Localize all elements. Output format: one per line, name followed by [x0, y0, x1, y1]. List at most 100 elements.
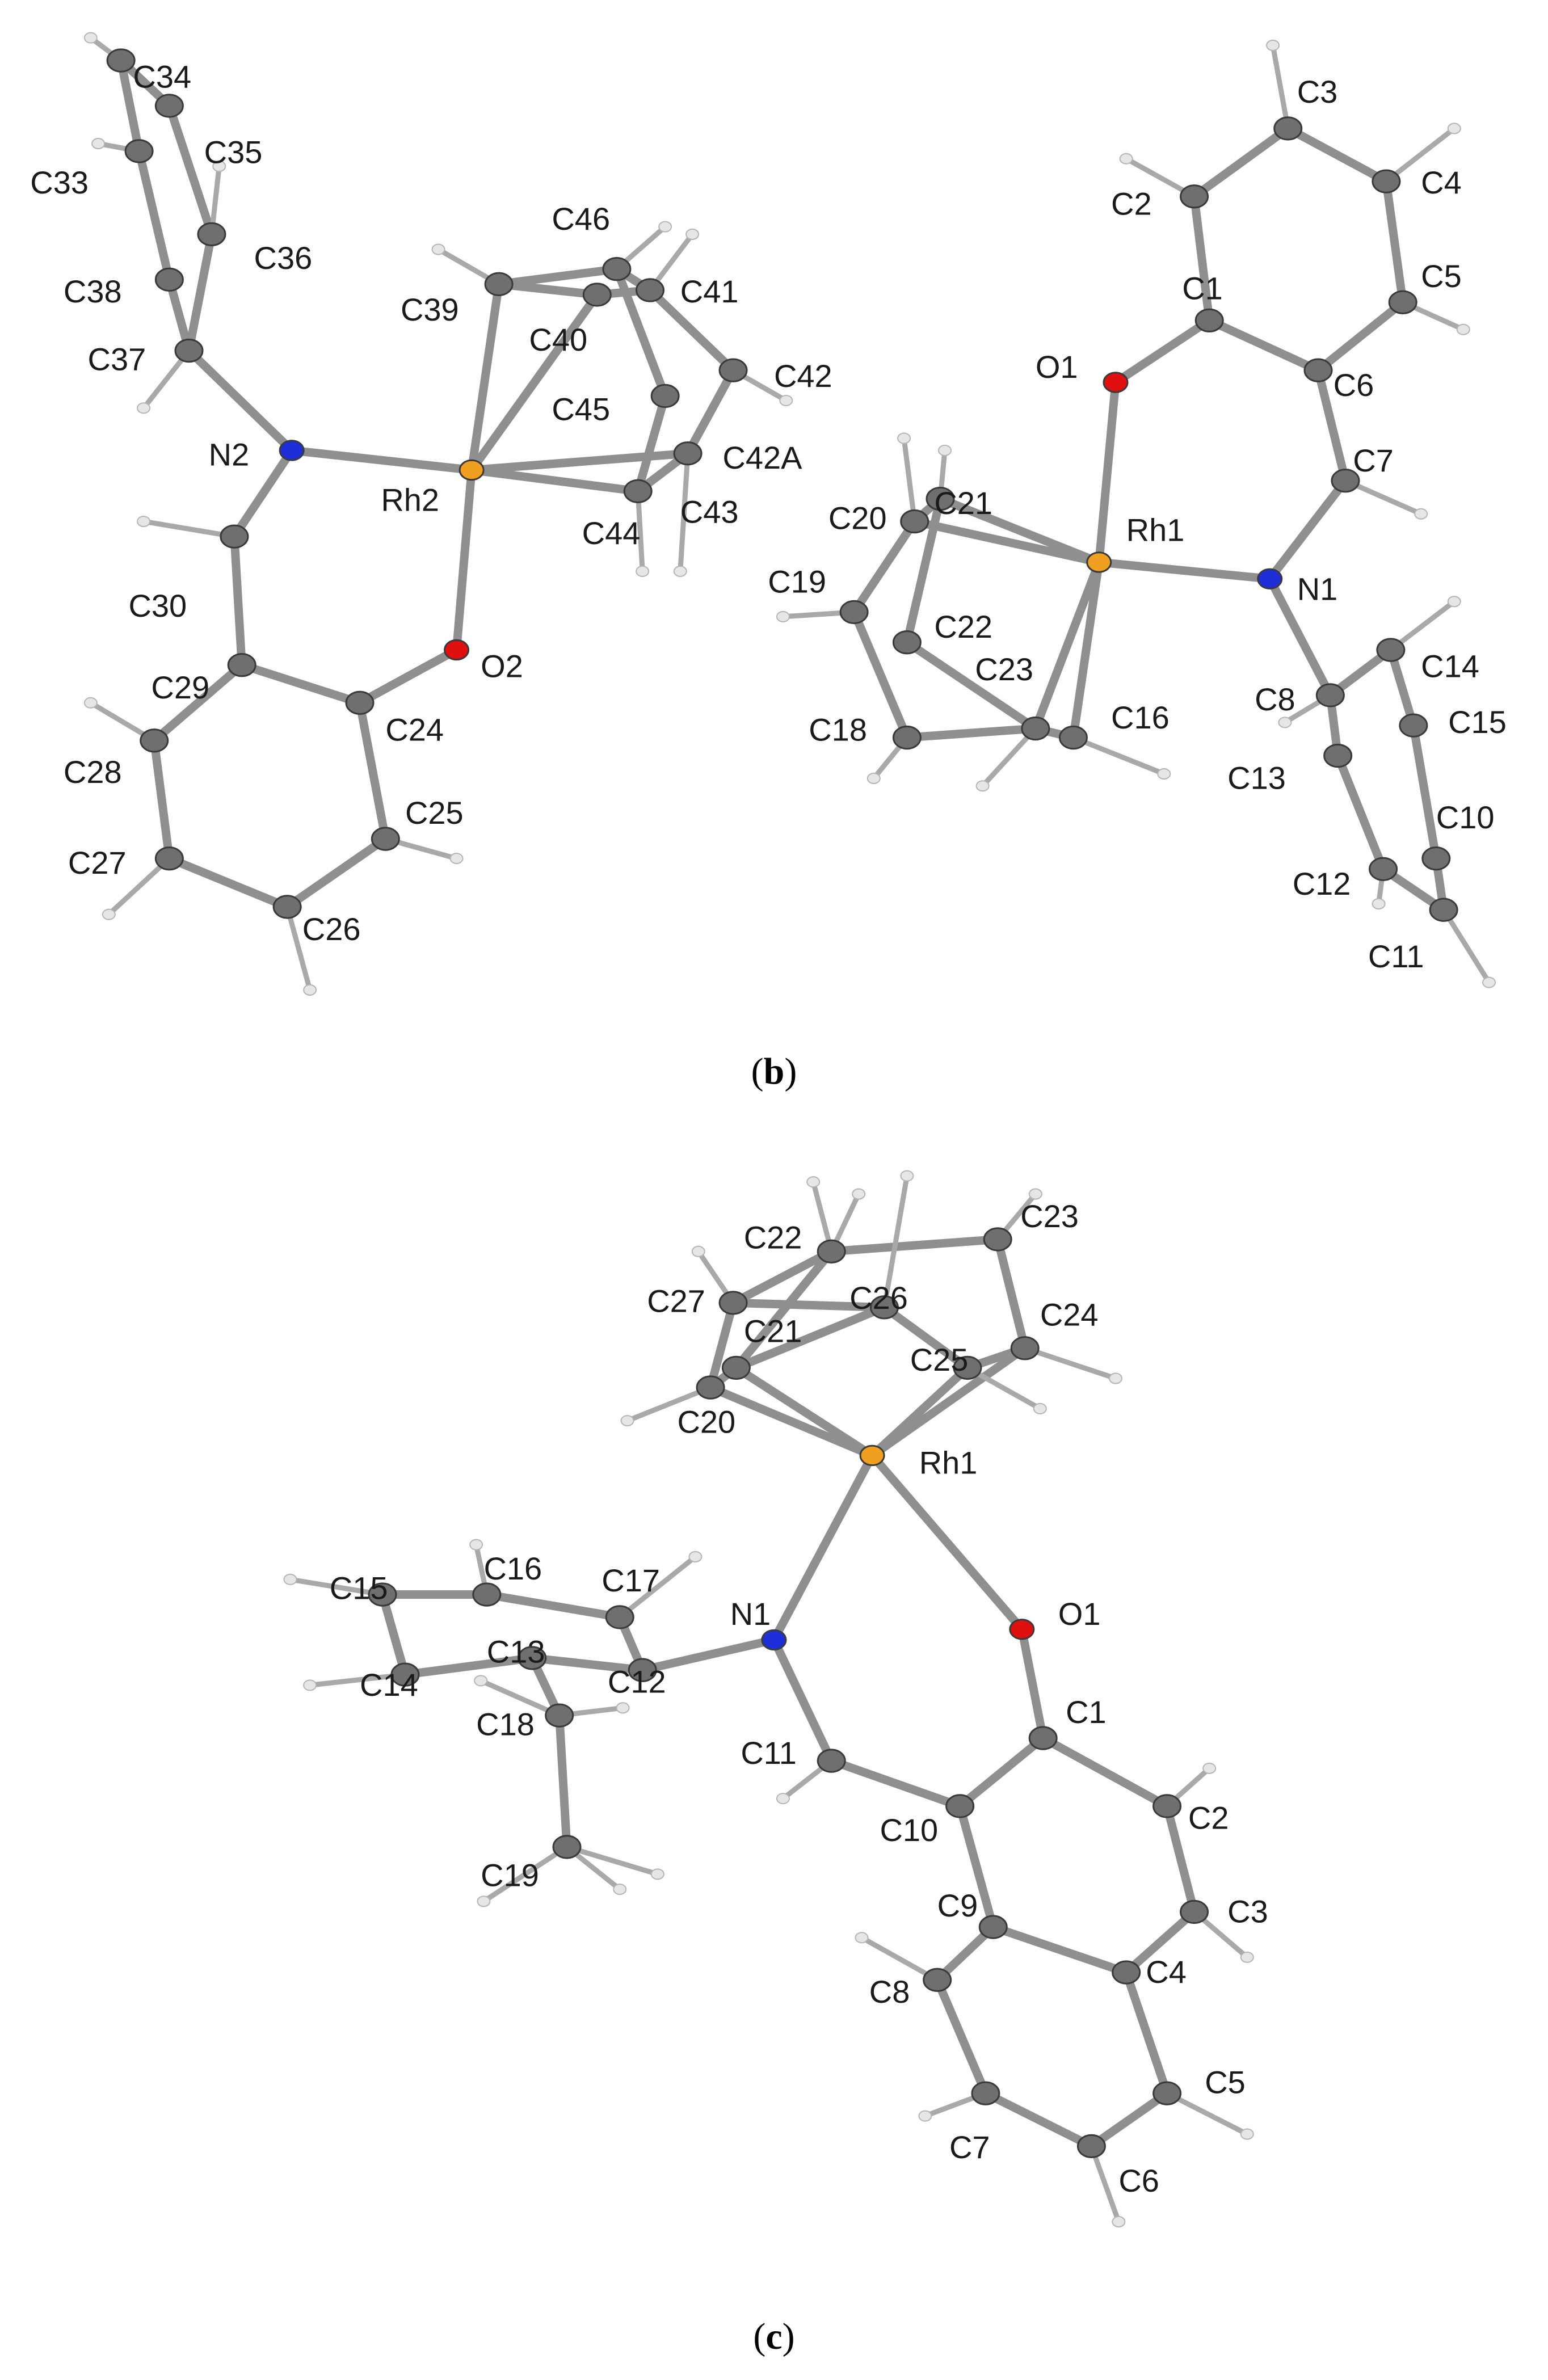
c-label-c3: C3	[1227, 1894, 1268, 1930]
c-atom-c6	[1076, 2134, 1106, 2159]
b-bond-c37-n2	[184, 346, 296, 455]
c-label-n1: N1	[730, 1596, 771, 1632]
b-atom-c12	[1369, 857, 1398, 881]
c-label-c18: C18	[476, 1706, 535, 1742]
b-bond-rh1-c21	[936, 494, 1104, 567]
c-hydrogen-10	[688, 1551, 703, 1562]
b-bond-c1-c2	[1190, 192, 1214, 325]
b-bond-rh2-c44	[467, 466, 642, 496]
c-bond-c17-c16	[482, 1590, 624, 1621]
c-hydrogen-15	[613, 1883, 627, 1895]
b-atom-c20	[900, 509, 929, 534]
c-atom-c9	[978, 1915, 1008, 1939]
b-bond-rh2-c43	[467, 449, 692, 475]
b-hydrogen-26	[1447, 596, 1461, 608]
b-bond-c15-c14	[1386, 646, 1418, 730]
b-h-bond-25	[1070, 735, 1167, 777]
b-bond-c25-c24	[355, 698, 390, 844]
b-label-c39: C39	[401, 292, 459, 327]
b-label-c42a: C42A	[722, 440, 802, 475]
c-hydrogen-0	[806, 1176, 821, 1188]
c-bond-c27-c22	[729, 1247, 836, 1307]
c-label-c10: C10	[880, 1812, 938, 1848]
b-bond-c35-c36	[165, 101, 216, 239]
b-atom-c37	[174, 338, 204, 363]
b-bond-c39-c46	[494, 264, 621, 289]
b-bond-n2-rh2	[287, 446, 476, 475]
b-atom-c8	[1315, 683, 1345, 707]
b-h-bond-13	[635, 488, 645, 574]
c-bond-c13-c12	[528, 1653, 647, 1675]
c-hydrogen-3	[900, 1170, 914, 1182]
c-bond-c2-c3	[1163, 1801, 1199, 1916]
b-h-bond-17	[1383, 125, 1457, 184]
b-bond-c18-c23	[902, 724, 1040, 742]
b-bond-rh1-c20	[910, 517, 1104, 567]
caption-c-letter: c	[765, 2316, 782, 2357]
b-atom-c13	[1323, 743, 1353, 768]
c-hydrogen-5	[1109, 1372, 1123, 1384]
b-atom-c34	[106, 48, 136, 73]
b-atom-c39	[484, 272, 514, 297]
b-atom-c38	[154, 267, 184, 292]
b-hydrogen-18	[1456, 323, 1470, 335]
c-bond-rh1-o1	[868, 1451, 1027, 1634]
b-hydrogen-9	[431, 243, 445, 255]
c-h-bond-22	[1164, 2091, 1250, 2137]
b-bond-n1-c8	[1265, 574, 1335, 700]
b-label-c46: C46	[552, 201, 610, 237]
b-bond-c45-c46	[612, 264, 670, 401]
b-bond-rh1-c16	[1069, 558, 1104, 742]
b-hydrogen-11	[685, 228, 700, 240]
b-bond-o2-rh2	[452, 466, 476, 655]
c-hydrogen-17	[776, 1793, 790, 1805]
b-label-c22: C22	[934, 609, 992, 645]
b-hydrogen-13	[636, 565, 650, 578]
b-hydrogen-17	[1447, 123, 1461, 134]
b-h-bond-15	[1270, 43, 1291, 131]
b-atom-c29	[227, 652, 256, 677]
c-atom-c25	[953, 1355, 982, 1380]
b-label-c34: C34	[133, 59, 191, 95]
b-label-c24: C24	[385, 711, 444, 747]
c-h-bond-20	[859, 1935, 940, 1983]
b-hydrogen-22	[776, 610, 790, 622]
b-label-n2: N2	[209, 437, 250, 473]
c-hydrogen-13	[616, 1702, 630, 1714]
b-label-c30: C30	[128, 588, 187, 624]
c-hydrogen-21	[918, 2110, 932, 2122]
b-bond-rh2-c39	[467, 280, 503, 475]
b-atom-c43	[673, 441, 703, 466]
b-bond-c2-c3	[1190, 124, 1293, 201]
c-bond-c22-c23	[827, 1235, 1002, 1256]
c-label-c16: C16	[483, 1551, 542, 1586]
b-hydrogen-8	[449, 853, 464, 865]
c-bond-c5-c4	[1122, 1968, 1172, 2098]
c-bond-c1-c10	[956, 1734, 1048, 1810]
b-h-bond-7	[284, 904, 313, 993]
c-hydrogen-19	[1240, 1951, 1254, 1963]
b-bond-c41-c42	[646, 285, 738, 375]
c-bond-rh1-n1	[769, 1451, 877, 1644]
b-atom-c21	[926, 486, 955, 511]
c-atom-c5	[1152, 2081, 1182, 2105]
b-label-c43: C43	[680, 494, 739, 530]
b-label-c14: C14	[1421, 648, 1479, 684]
b-hydrogen-5	[83, 697, 98, 709]
b-bond-c33-c38	[134, 146, 174, 284]
b-atom-c7	[1331, 468, 1360, 493]
c-atom-o1	[1009, 1619, 1035, 1640]
b-label-c29: C29	[151, 669, 209, 705]
b-label-c1: C1	[1182, 270, 1223, 306]
c-label-c8: C8	[869, 1974, 910, 2010]
c-atom-c11	[817, 1749, 846, 1773]
b-hydrogen-19	[1414, 508, 1428, 520]
b-bond-c38-c37	[165, 275, 194, 355]
b-hydrogen-10	[658, 221, 672, 233]
b-bond-n1-rh1	[1095, 558, 1274, 583]
b-bond-c20-c19	[849, 517, 919, 617]
c-label-c15: C15	[330, 1570, 388, 1606]
b-bond-c4-c5	[1382, 177, 1407, 307]
c-bond-c7-c6	[981, 2089, 1096, 2151]
